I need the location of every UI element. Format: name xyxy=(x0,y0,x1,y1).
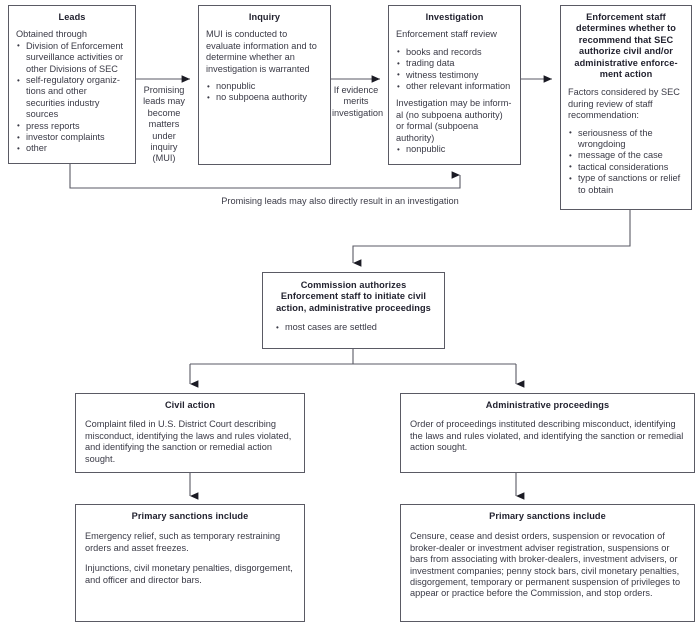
node-commission-bullets: most cases are settled xyxy=(272,322,435,334)
node-inquiry[interactable]: Inquiry MUI is conducted to evaluate inf… xyxy=(198,5,331,165)
node-admin-sanctions-body1: Censure, cease and desist orders, suspen… xyxy=(410,531,681,599)
node-civil-sanctions-body1: Emergency relief, such as temporary rest… xyxy=(85,531,281,553)
list-item: Division of Enforcement surveillance act… xyxy=(16,40,128,75)
node-administrative-proceedings-body: Order of proceedings instituted describi… xyxy=(410,419,684,453)
node-enforcement-staff-title: Enforcement staff determines whether to … xyxy=(574,12,678,80)
list-item: trading data xyxy=(396,58,513,70)
node-commission[interactable]: Commission authorizes Enforcement staff … xyxy=(262,272,445,349)
node-administrative-proceedings-title: Administrative proceedings xyxy=(485,400,610,410)
node-investigation[interactable]: Investigation Enforcement staff review b… xyxy=(388,5,521,165)
node-investigation-bullets: books and records trading data witness t… xyxy=(396,46,513,93)
edge-label-leads-to-investigation: Promising leads may also directly result… xyxy=(221,196,459,206)
node-enforcement-staff-intro: Factors considered by SEC during review … xyxy=(568,87,680,121)
node-leads-intro: Obtained through xyxy=(16,29,88,40)
node-enforcement-staff[interactable]: Enforcement staff determines whether to … xyxy=(560,5,692,210)
list-item: books and records xyxy=(396,46,513,58)
node-commission-title: Commission authorizes Enforcement staff … xyxy=(276,280,431,313)
node-inquiry-bullets: nonpublic no subpoena authority xyxy=(206,81,323,104)
node-civil-action[interactable]: Civil action Complaint filed in U.S. Dis… xyxy=(75,393,305,473)
node-enforcement-staff-bullets: seriousness of the wrongdoing message of… xyxy=(568,127,684,196)
list-item: witness testimony xyxy=(396,69,513,81)
list-item: type of sanctions or relief to obtain xyxy=(568,173,684,196)
edge-label-inquiry-to-investigation: If evidence merits investigation xyxy=(332,85,384,118)
list-item: press reports xyxy=(16,120,128,132)
list-item: self-regulatory organiz-tions and other … xyxy=(16,75,128,121)
node-inquiry-title: Inquiry xyxy=(248,12,281,22)
list-item: message of the case xyxy=(568,150,684,162)
node-leads-bullets: Division of Enforcement surveillance act… xyxy=(16,40,128,155)
list-item: nonpublic xyxy=(396,144,513,156)
list-item: seriousness of the wrongdoing xyxy=(568,127,684,151)
list-item: other xyxy=(16,143,128,155)
list-item: nonpublic xyxy=(206,81,323,93)
node-admin-sanctions[interactable]: Primary sanctions include Censure, cease… xyxy=(400,504,695,622)
node-leads-title: Leads xyxy=(58,12,86,22)
list-item: other relevant information xyxy=(396,81,513,93)
node-investigation-title: Investigation xyxy=(425,12,484,22)
node-civil-action-body: Complaint filed in U.S. District Court d… xyxy=(85,419,292,464)
node-leads[interactable]: Leads Obtained through Division of Enfor… xyxy=(8,5,136,164)
edge-label-leads-to-inquiry: Promising leads may become matters under… xyxy=(143,85,185,164)
node-civil-sanctions-title: Primary sanctions include xyxy=(131,511,249,521)
node-civil-sanctions-body2: Injunctions, civil monetary penalties, d… xyxy=(85,563,293,585)
list-item: no subpoena authority xyxy=(206,92,323,104)
list-item: most cases are settled xyxy=(275,322,435,334)
node-admin-sanctions-title: Primary sanctions include xyxy=(489,511,606,521)
node-investigation-intro: Enforcement staff review xyxy=(396,29,497,40)
node-administrative-proceedings[interactable]: Administrative proceedings Order of proc… xyxy=(400,393,695,473)
node-investigation-note: Investigation may be inform-al (no subpo… xyxy=(396,98,512,143)
node-civil-action-title: Civil action xyxy=(164,400,216,410)
node-investigation-note-bullets: nonpublic xyxy=(396,144,513,156)
node-civil-sanctions[interactable]: Primary sanctions include Emergency reli… xyxy=(75,504,305,622)
node-inquiry-intro: MUI is conducted to evaluate information… xyxy=(206,29,317,74)
list-item: tactical considerations xyxy=(568,161,684,173)
list-item: investor complaints xyxy=(16,132,128,144)
